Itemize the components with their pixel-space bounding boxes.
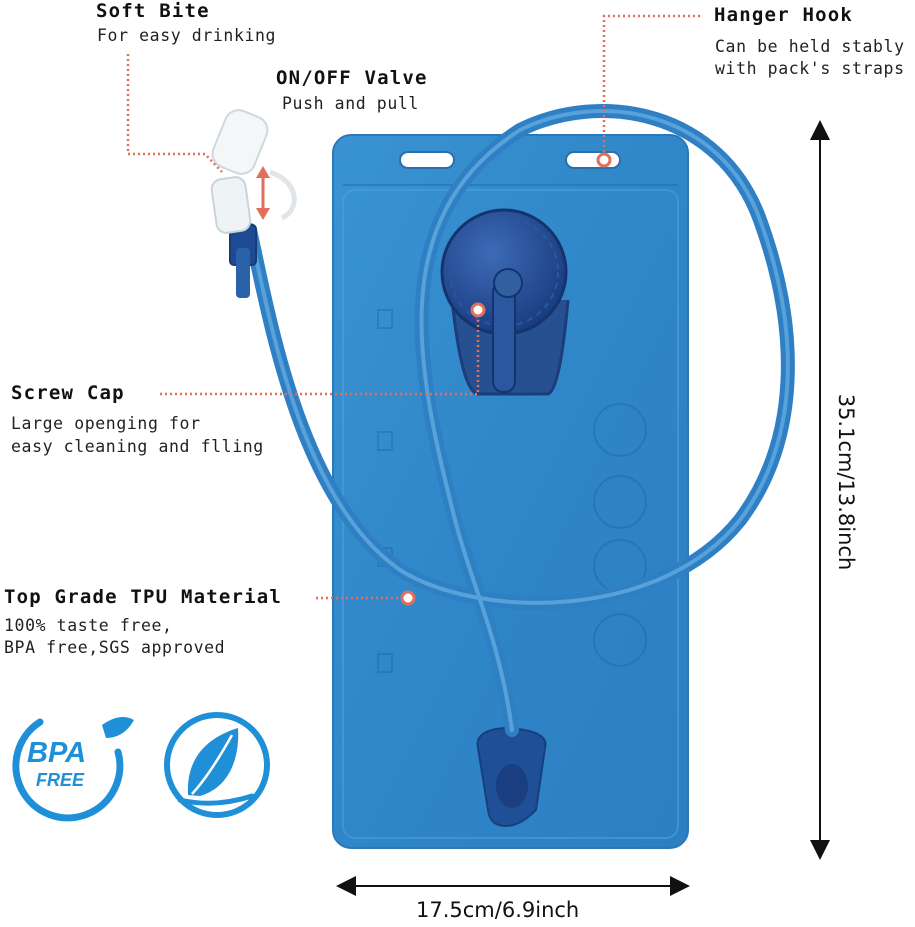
- material-marker: [400, 590, 416, 606]
- hanger-connector: [602, 14, 700, 160]
- hanger-title: Hanger Hook: [714, 4, 854, 26]
- screw-cap-title: Screw Cap: [11, 382, 125, 404]
- drinking-tube: [243, 104, 795, 737]
- leaf-badge: [164, 712, 270, 818]
- screw-cap: [440, 208, 570, 396]
- soft-bite-desc: For easy drinking: [97, 26, 277, 45]
- height-dimension-label: 35.1cm/13.8inch: [834, 393, 858, 571]
- on-off-valve: [210, 176, 257, 298]
- screw-cap-desc-line2: easy cleaning and flling: [11, 437, 264, 456]
- screw-cap-connector: [160, 312, 480, 396]
- screw-cap-marker: [470, 302, 486, 318]
- valve-desc: Push and pull: [282, 94, 419, 113]
- width-dimension-label: 17.5cm/6.9inch: [416, 898, 580, 922]
- hanger-desc-line2: with pack's straps: [715, 59, 905, 78]
- bpa-free-badge: BPA FREE: [12, 716, 134, 822]
- soft-bite-connector: [126, 54, 223, 173]
- tube-outlet: [476, 726, 547, 828]
- hanger-desc-line1: Can be held stably: [715, 37, 905, 56]
- hanger-slot-left: [399, 151, 455, 169]
- push-pull-arrow: [256, 166, 270, 220]
- hanger-marker: [596, 152, 612, 168]
- material-desc-line1: 100% taste free,: [4, 616, 173, 635]
- material-title: Top Grade TPU Material: [4, 586, 283, 608]
- valve-title: ON/OFF Valve: [276, 67, 428, 89]
- hanger-slot-right: [565, 151, 621, 169]
- soft-bite: [211, 109, 297, 221]
- screw-cap-desc-line1: Large openging for: [11, 414, 201, 433]
- material-desc-line2: BPA free,SGS approved: [4, 638, 226, 657]
- free-text: FREE: [36, 770, 85, 790]
- bpa-text: BPA: [27, 737, 86, 769]
- soft-bite-title: Soft Bite: [96, 0, 210, 22]
